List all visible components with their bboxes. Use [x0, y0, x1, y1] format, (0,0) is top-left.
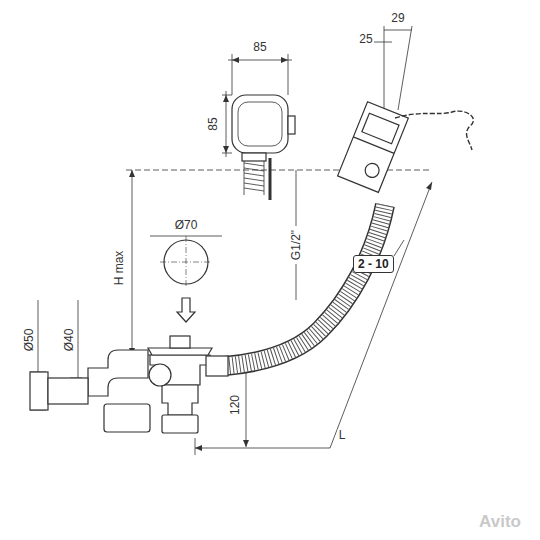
watermark: Avito — [478, 513, 522, 532]
dimension-arrows — [129, 57, 432, 451]
overflow-face — [238, 102, 282, 146]
dimension-label: Ø40 — [63, 328, 76, 353]
bowden-cable — [395, 111, 473, 150]
dimension-label: 25 — [358, 33, 373, 46]
dimension-label: H max — [113, 250, 126, 287]
overflow-pin — [269, 158, 272, 200]
dimension-label: 120 — [229, 394, 242, 416]
overflow-fitting — [338, 102, 409, 193]
drain-assembly — [30, 336, 228, 433]
dimension-label: Ø50 — [23, 328, 36, 353]
corrugated-hose — [225, 205, 385, 366]
range-text: 2 - 10 — [358, 257, 389, 271]
range-box: 2 - 10 — [353, 255, 394, 273]
overflow-nipple — [288, 116, 295, 134]
overflow-body — [232, 95, 288, 153]
dimension-label: Ø70 — [174, 219, 199, 232]
dimension-label: 85 — [252, 41, 267, 54]
thread-lines — [244, 161, 264, 195]
dimension-lines — [30, 26, 432, 455]
dimension-label: G1/2" — [290, 229, 303, 261]
plug-symbol — [150, 236, 222, 322]
dimension-label: 85 — [207, 116, 220, 131]
dimension-label: 29 — [390, 12, 405, 25]
overflow-nut — [242, 153, 266, 161]
dimension-label: L — [338, 429, 347, 442]
